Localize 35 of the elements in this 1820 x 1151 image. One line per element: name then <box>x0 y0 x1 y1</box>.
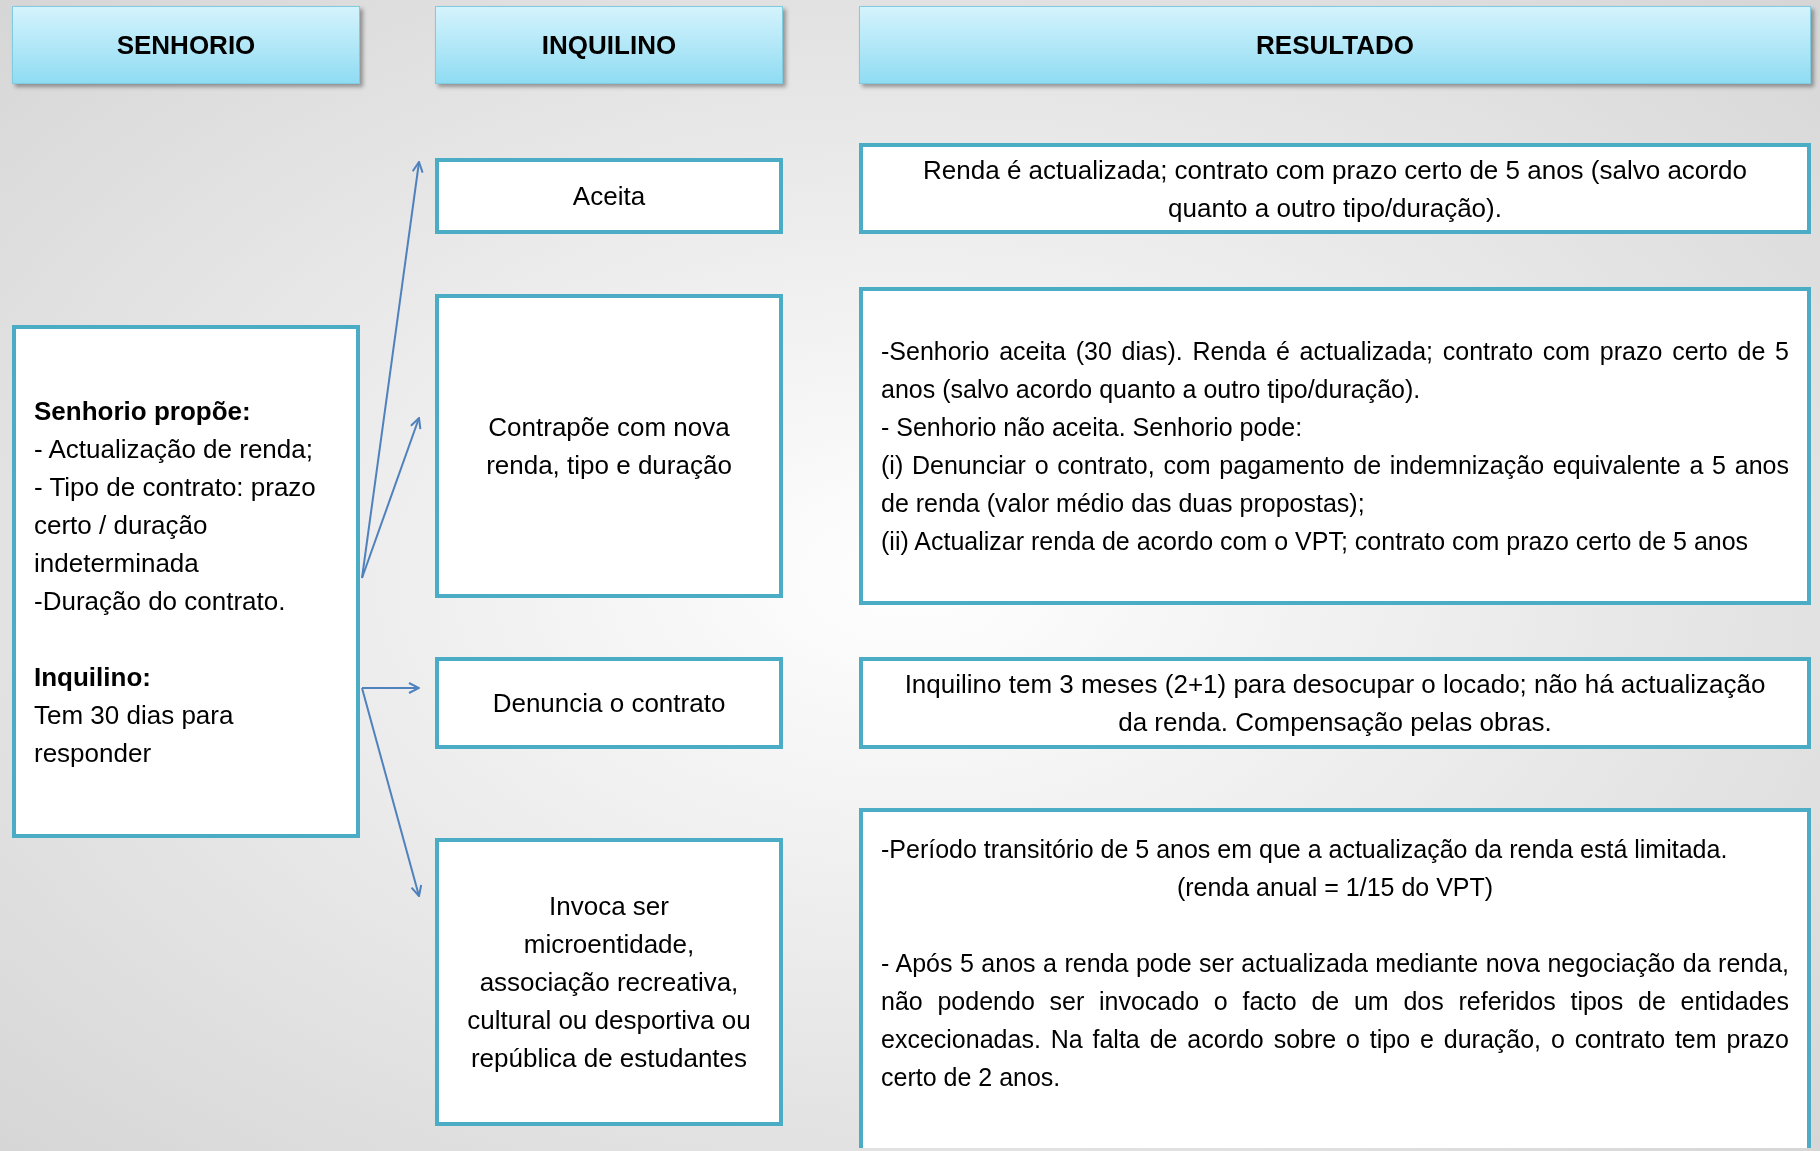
text-line: - Tipo de contrato: prazo certo / duração indeterminada <box>34 470 317 580</box>
option-box <box>435 294 783 598</box>
result-box <box>859 287 1811 605</box>
option-text: Inquilino tem 3 meses (2+1) para desocupar o locado; não há actualização da renda. Compensação pelas obras. <box>903 668 1767 739</box>
option-box <box>435 158 783 234</box>
result-text: (ii) Actualizar renda de acordo com o VPT; contrato com prazo certo de 5 anos <box>881 526 1750 557</box>
result-text: (i) Denunciar o contrato, com pagamento de indemnização equivalente a 5 anos de renda (valor médio das duas propostas); <box>881 450 1789 519</box>
text-heading: Senhorio propõe: <box>34 394 252 428</box>
column-header: RESULTADO <box>859 6 1811 84</box>
result-text: (renda anual = 1/15 do VPT) <box>1176 872 1494 903</box>
arrow <box>361 417 422 579</box>
result-text: - Após 5 anos a renda pode ser actualizada mediante nova negociação da renda, não podendo ser invocado o facto de um dos referidos tipos de entidades excecionadas. Na falta de acordo sobre o tipo e duração, o contrato tem prazo certo de 2 anos. <box>881 948 1789 1093</box>
text-line: -Duração do contrato. <box>34 584 287 618</box>
text-heading: Inquilino: <box>34 660 152 694</box>
result-text: -Senhorio aceita (30 dias). Renda é actualizada; contrato com prazo certo de 5 anos (salvo acordo quanto a outro tipo/duração). <box>881 336 1789 405</box>
arrow <box>361 682 420 694</box>
text-line: - Actualização de renda; <box>34 432 314 466</box>
result-text: -Período transitório de 5 anos em que a actualização da renda está limitada. <box>881 834 1729 865</box>
arrow <box>361 161 424 579</box>
option-box <box>435 657 783 749</box>
option-box <box>435 838 783 1126</box>
option-text: Invoca ser microentidade, associação recreativa, cultural ou desportiva ou república de estudantes <box>466 890 752 1075</box>
text-line: Tem 30 dias para responder <box>34 698 235 770</box>
option-text: Contrapõe com nova renda, tipo e duração <box>485 411 733 482</box>
option-text: Aceita <box>572 180 646 213</box>
result-box <box>859 808 1811 1148</box>
option-text: Renda é actualizada; contrato com prazo certo de 5 anos (salvo acordo quanto a outro tipo/duração). <box>922 153 1748 225</box>
result-box <box>859 657 1811 749</box>
proposal-box <box>12 325 360 838</box>
option-text: Denuncia o contrato <box>492 687 726 720</box>
column-header: INQUILINO <box>435 6 783 84</box>
column-header: SENHORIO <box>12 6 360 84</box>
result-box <box>859 143 1811 234</box>
result-text: - Senhorio não aceita. Senhorio pode: <box>881 412 1304 443</box>
arrow <box>361 687 423 897</box>
